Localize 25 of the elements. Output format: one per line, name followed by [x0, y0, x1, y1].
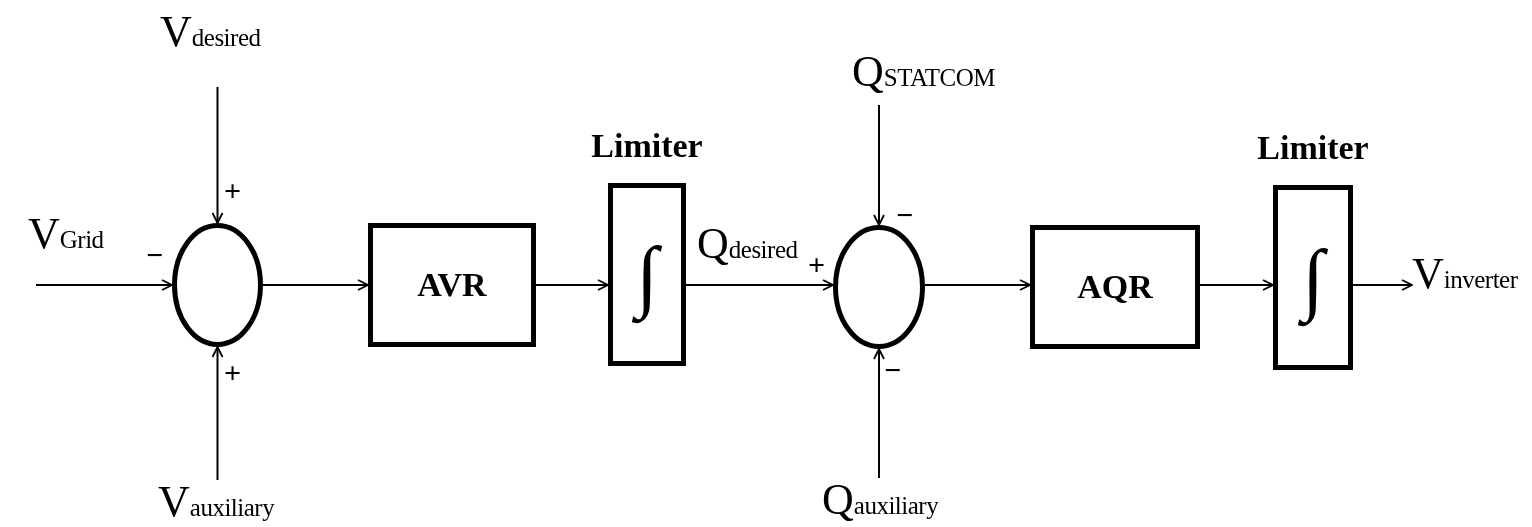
arrow: [685, 279, 834, 291]
arrow: [924, 279, 1031, 291]
arrow: [1199, 279, 1274, 291]
sign-label: −: [884, 355, 902, 385]
sign-label: +: [224, 358, 242, 388]
controller-block: AVR: [368, 223, 536, 347]
controller-block: AQR: [1030, 225, 1200, 349]
arrow: [535, 279, 609, 291]
limiter-block: ∫: [608, 183, 686, 366]
arrow: [211, 86, 224, 224]
arrow: [262, 279, 369, 291]
summing-junction: [833, 225, 925, 349]
sign-label: +: [808, 250, 826, 280]
summing-junction: [172, 223, 263, 347]
sign-label: −: [146, 240, 164, 270]
arrow: [211, 346, 224, 481]
arrow: [873, 104, 885, 226]
sign-label: +: [224, 176, 242, 206]
arrow: [1352, 279, 1413, 291]
arrow: [873, 348, 885, 479]
block-heading: Limiter: [1256, 129, 1370, 167]
sign-label: −: [896, 200, 914, 230]
arrow: [35, 279, 173, 291]
limiter-block: ∫: [1273, 185, 1353, 370]
block-heading: Limiter: [590, 127, 704, 165]
